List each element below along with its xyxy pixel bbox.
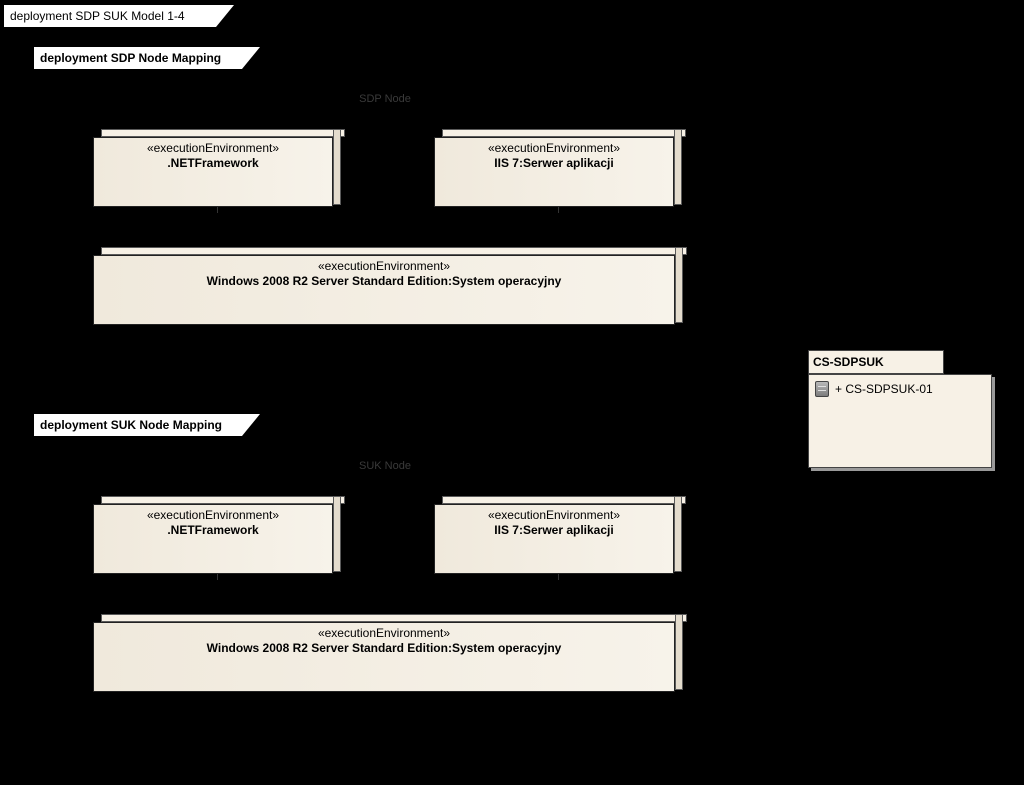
node-iis7-sdp[interactable]: «executionEnvironment» IIS 7:Serwer apli… xyxy=(434,129,686,213)
node-port-tick xyxy=(217,207,218,213)
frame-tab-sdp-node-mapping: deployment SDP Node Mapping xyxy=(34,47,260,69)
node-iis7-suk[interactable]: «executionEnvironment» IIS 7:Serwer apli… xyxy=(434,496,686,580)
node-face: «executionEnvironment» .NETFramework xyxy=(93,504,333,574)
node-port-tick xyxy=(558,574,559,580)
package-item[interactable]: + CS-SDPSUK-01 xyxy=(815,381,933,397)
ghost-label-sdp-node: SDP Node xyxy=(359,93,411,105)
node-name: IIS 7:Serwer aplikacji xyxy=(494,156,614,170)
diagram-title-name: SDP SUK Model 1-4 xyxy=(75,9,185,23)
node-top-edge xyxy=(101,247,687,255)
node-name: .NETFramework xyxy=(167,523,259,537)
frame-name: SDP Node Mapping xyxy=(110,51,222,65)
ghost-label-suk-node: SUK Node xyxy=(359,460,411,472)
node-face: «executionEnvironment» Windows 2008 R2 S… xyxy=(93,622,675,692)
frame-tab-suk-node-mapping: deployment SUK Node Mapping xyxy=(34,414,260,436)
node-stereotype: «executionEnvironment» xyxy=(317,626,451,640)
node-face: «executionEnvironment» IIS 7:Serwer apli… xyxy=(434,504,674,574)
node-side-edge xyxy=(675,247,683,323)
frame-name: SUK Node Mapping xyxy=(110,418,223,432)
package-body[interactable]: + CS-SDPSUK-01 xyxy=(808,374,992,468)
node-stereotype: «executionEnvironment» xyxy=(487,508,621,522)
node-top-edge xyxy=(101,129,345,137)
node-top-edge xyxy=(442,129,686,137)
node-side-edge xyxy=(674,129,682,205)
node-name: Windows 2008 R2 Server Standard Edition:… xyxy=(206,274,562,288)
node-top-edge xyxy=(101,614,687,622)
node-stereotype: «executionEnvironment» xyxy=(146,508,280,522)
node-name: .NETFramework xyxy=(167,156,259,170)
node-name: Windows 2008 R2 Server Standard Edition:… xyxy=(206,641,562,655)
node-top-edge xyxy=(442,496,686,504)
node-face: «executionEnvironment» Windows 2008 R2 S… xyxy=(93,255,675,325)
node-face: «executionEnvironment» IIS 7:Serwer apli… xyxy=(434,137,674,207)
node-dotnet-framework-suk[interactable]: «executionEnvironment» .NETFramework xyxy=(93,496,345,580)
frame-keyword: deployment xyxy=(40,51,108,65)
package-item-label: + CS-SDPSUK-01 xyxy=(835,382,933,396)
node-side-edge xyxy=(333,129,341,205)
node-port-tick xyxy=(217,574,218,580)
node-icon xyxy=(815,381,829,397)
node-name: IIS 7:Serwer aplikacji xyxy=(494,523,614,537)
node-side-edge xyxy=(333,496,341,572)
node-stereotype: «executionEnvironment» xyxy=(317,259,451,273)
node-windows-2008-sdp[interactable]: «executionEnvironment» Windows 2008 R2 S… xyxy=(93,247,687,331)
node-stereotype: «executionEnvironment» xyxy=(146,141,280,155)
frame-keyword: deployment xyxy=(40,418,108,432)
node-dotnet-framework-sdp[interactable]: «executionEnvironment» .NETFramework xyxy=(93,129,345,213)
node-stereotype: «executionEnvironment» xyxy=(487,141,621,155)
node-windows-2008-suk[interactable]: «executionEnvironment» Windows 2008 R2 S… xyxy=(93,614,687,698)
package-tab[interactable]: CS-SDPSUK xyxy=(808,350,944,374)
diagram-title-keyword: deployment xyxy=(10,9,73,23)
node-face: «executionEnvironment» .NETFramework xyxy=(93,137,333,207)
node-side-edge xyxy=(675,614,683,690)
node-top-edge xyxy=(101,496,345,504)
node-side-edge xyxy=(674,496,682,572)
diagram-title-tab: deployment SDP SUK Model 1-4 xyxy=(4,5,234,27)
node-port-tick xyxy=(558,207,559,213)
